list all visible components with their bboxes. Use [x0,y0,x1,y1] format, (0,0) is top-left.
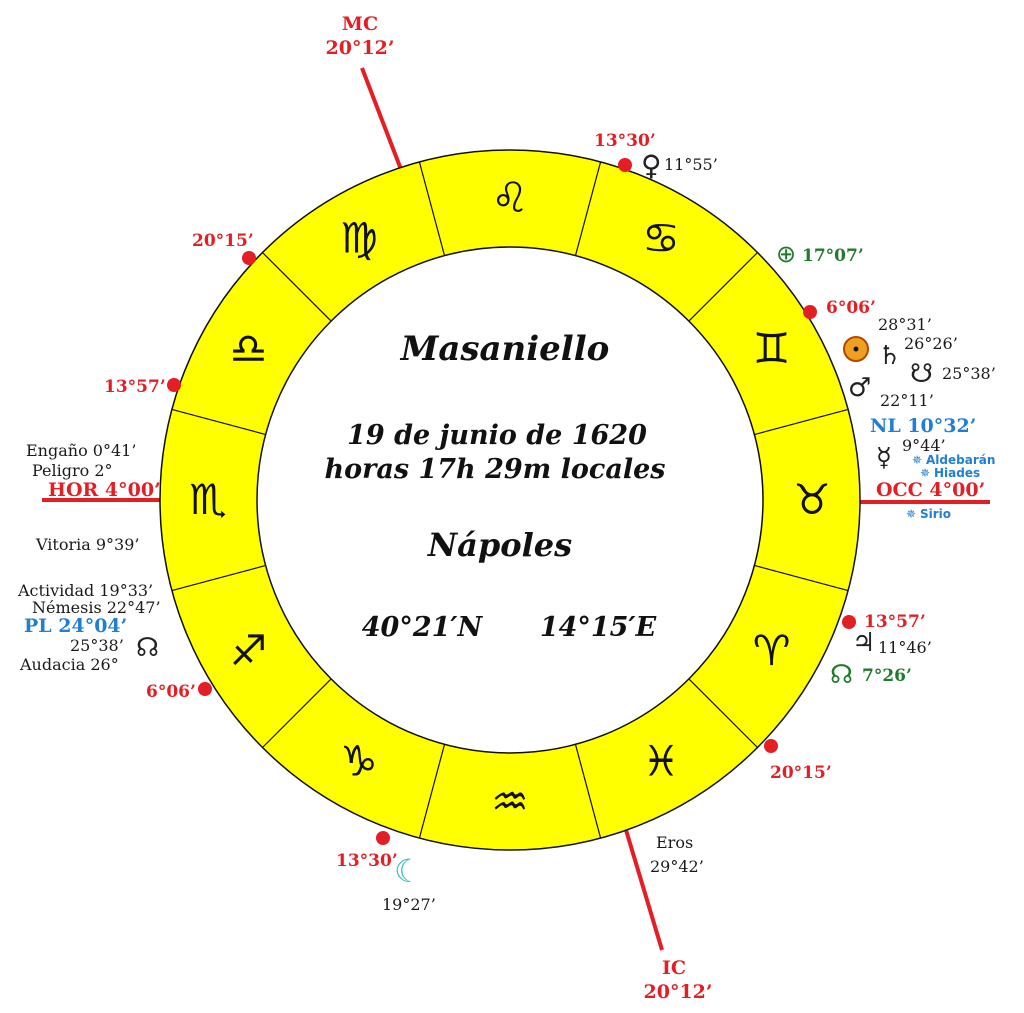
star-icon: ✵ [906,507,916,521]
cusp-label: 13°30’ [594,131,656,151]
cusp-label: 6°06’ [146,682,196,702]
cusp-dots [167,158,856,845]
ic-label: IC [662,957,686,979]
hor-label: HOR 4°00’ [48,479,161,501]
north-node-left-icon: ☊ [136,633,159,663]
audacia-label: Audacia 26° [19,655,119,674]
scorpio-sign-icon: ♏︎ [189,475,227,524]
chart-date: 19 de junio de 1620 [347,420,647,451]
jupiter-icon: ♃ [852,628,875,658]
sign-divider [688,252,758,322]
chart-latitude: 40°21′N [362,612,484,643]
node-green-degree: 7°26’ [862,666,912,686]
moon-degree: 19°27’ [382,895,436,914]
libra-sign-icon: ♎︎ [230,324,268,373]
venus-icon: ♀ [641,149,662,182]
cusp-dot [376,831,390,845]
cusp-label: 6°06’ [826,298,876,318]
pisces-sign-icon: ♓︎ [642,737,680,786]
occ-label: OCC 4°00’ [876,479,985,501]
sign-divider [574,744,602,839]
chart-name: Masaniello [400,329,610,369]
star-icon: ✵ [920,466,930,480]
vitoria-label: Vitoria 9°39’ [35,535,139,554]
cusp-dot [242,251,256,265]
star-icon: ✵ [912,453,922,467]
nemesis-label: Némesis 22°47’ [32,598,161,617]
cusp-dot [198,682,212,696]
star-aldebaran: Aldebarán [926,453,995,467]
capricorn-sign-icon: ♑︎ [340,737,378,786]
saturn-degree: 26°26’ [904,334,958,353]
saturn-icon: ♄ [878,341,901,371]
sign-divider [754,408,849,436]
cusp-label: 20°15’ [192,231,254,251]
aquarius-sign-icon: ♒︎ [491,777,529,826]
virgo-sign-icon: ♍︎ [340,213,378,262]
taurus-sign-icon: ♉︎ [793,475,831,524]
mars-degree: 22°11’ [880,391,934,410]
actividad-label: Actividad 19°33’ [17,581,153,600]
sign-divider [574,161,602,256]
sign-divider [418,161,446,256]
cusp-label: 20°15’ [770,763,832,783]
cancer-sign-icon: ♋︎ [642,213,680,262]
node-green-icon: ☊ [830,660,853,690]
sign-divider [171,408,266,436]
jupiter-degree: 11°46’ [878,638,932,657]
cusp-label: 13°57’ [104,377,166,397]
cusp-label: 13°30’ [336,851,398,871]
cusp-dot [618,158,632,172]
peligro-label: Peligro 2° [32,461,113,480]
south-node-degree: 25°38’ [942,364,996,383]
cusp-dot [167,378,181,392]
chart-place: Nápoles [427,526,572,564]
earth-icon: ⊕ [776,240,796,268]
south-node-icon: ☋ [910,359,933,389]
mc-axis-line [360,67,404,173]
earth-degree: 17°07’ [802,246,864,266]
venus-degree: 11°55’ [664,155,718,174]
sign-divider [262,678,332,748]
eros-degree: 29°42’ [650,857,704,876]
pl-label: PL 24°04’ [24,615,127,637]
sign-divider [688,678,758,748]
star-sirio: Sirio [920,507,951,521]
ic-axis-line [624,829,664,951]
sun-degree: 28°31’ [878,315,932,334]
sign-dividers [171,161,849,839]
sign-divider [171,564,266,592]
chart-longitude: 14°15′E [540,612,657,643]
mars-icon: ♂ [848,373,871,403]
mc-degree: 20°12’ [326,37,395,59]
sign-divider [418,744,446,839]
gemini-sign-icon: ♊︎ [753,324,791,373]
cusp-dot [764,739,778,753]
engano-label: Engaño 0°41’ [26,441,136,460]
sagittarius-sign-icon: ♐︎ [230,626,268,675]
moon-icon: ☾ [394,852,423,890]
star-hiades: Hiades [934,466,980,480]
nl-label: NL 10°32’ [870,415,976,437]
cusp-dot [842,615,856,629]
aries-sign-icon: ♈︎ [753,626,791,675]
south-node-left-degree: 25°38’ [70,636,124,655]
sign-divider [262,252,332,322]
mercury-icon: ☿ [876,443,892,473]
sign-glyphs: ♍︎ ♌︎ ♋︎ ♊︎ ♉︎ ♈︎ ♓︎ ♒︎ ♑︎ ♐︎ ♏︎ ♎︎ [189,173,831,826]
chart-time: horas 17h 29m locales [325,454,666,485]
sun-icon [843,336,869,362]
leo-sign-icon: ♌︎ [491,173,529,222]
eros-name: Eros [656,833,693,852]
sign-divider [754,564,849,592]
mc-label: MC [342,13,378,35]
cusp-label: 13°57’ [864,612,926,632]
ic-degree: 20°12’ [644,981,713,1003]
cusp-dot [803,305,817,319]
zodiac-ring-inner [256,246,764,754]
mercury-degree: 9°44’ [902,436,946,455]
